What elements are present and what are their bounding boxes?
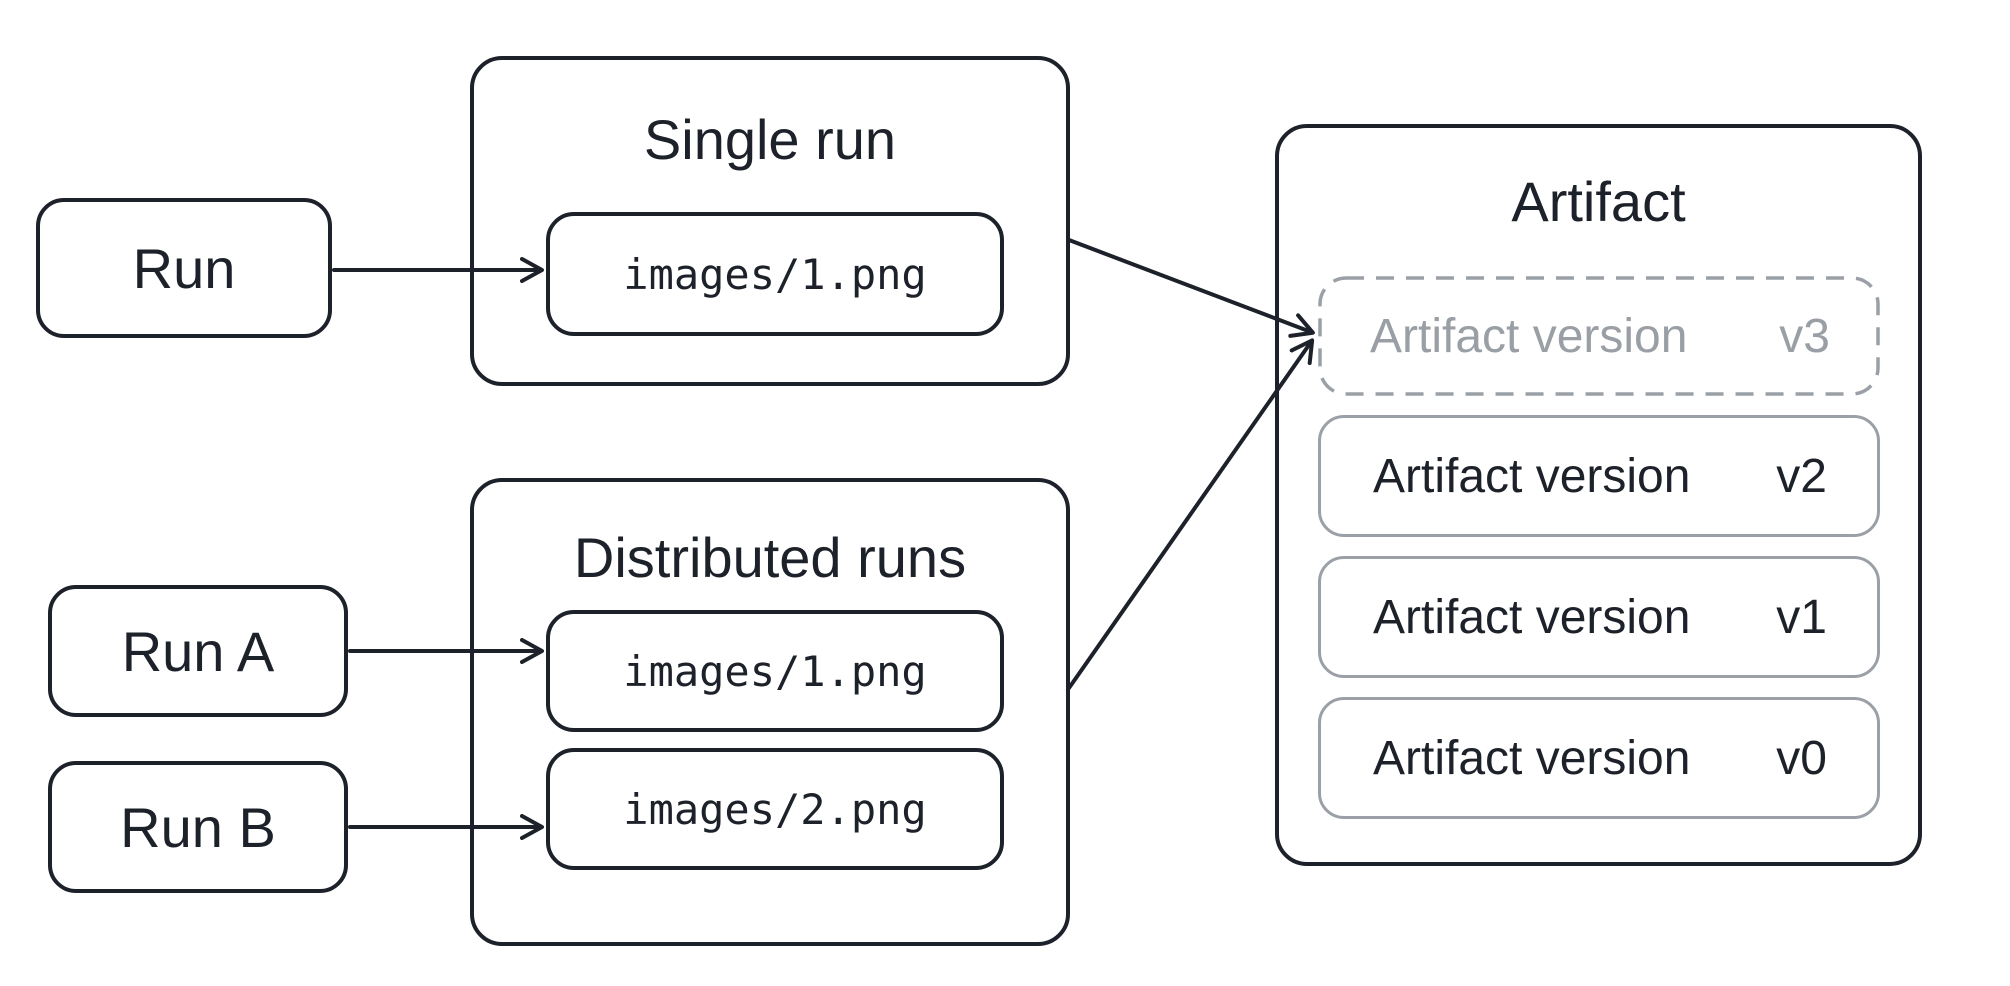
artifact-version-row-v1: Artifact version v1: [1318, 556, 1880, 678]
artifact-version-label: Artifact version: [1373, 590, 1691, 644]
single-run-file-label: images/1.png: [623, 249, 927, 299]
artifact-version-label: Artifact version: [1370, 309, 1688, 363]
artifact-version-number: v1: [1776, 590, 1827, 644]
distributed-file-label-2: images/2.png: [623, 784, 927, 834]
run-label: Run: [132, 236, 236, 300]
run-a-label: Run A: [121, 619, 275, 683]
artifact-version-row-v2: Artifact version v2: [1318, 415, 1880, 537]
run-b-box: Run B: [48, 761, 348, 893]
artifact-version-label: Artifact version: [1373, 449, 1691, 503]
artifact-version-row-v0: Artifact version v0: [1318, 697, 1880, 819]
run-a-box: Run A: [48, 585, 348, 717]
artifact-version-row-v3: Artifact version v3: [1318, 276, 1880, 396]
artifact-title: Artifact: [1511, 170, 1686, 233]
artifact-version-number: v3: [1779, 309, 1830, 363]
distributed-file-label-1: images/1.png: [623, 646, 927, 696]
distributed-file-box-1: images/1.png: [546, 610, 1004, 732]
artifact-version-number: v0: [1776, 731, 1827, 785]
single-run-title: Single run: [643, 108, 897, 171]
run-box: Run: [36, 198, 332, 338]
artifact-version-label: Artifact version: [1373, 731, 1691, 785]
run-b-label: Run B: [120, 795, 276, 859]
distributed-file-box-2: images/2.png: [546, 748, 1004, 870]
distributed-runs-title: Distributed runs: [573, 526, 967, 589]
artifact-version-number: v2: [1776, 449, 1827, 503]
single-run-file-box: images/1.png: [546, 212, 1004, 336]
